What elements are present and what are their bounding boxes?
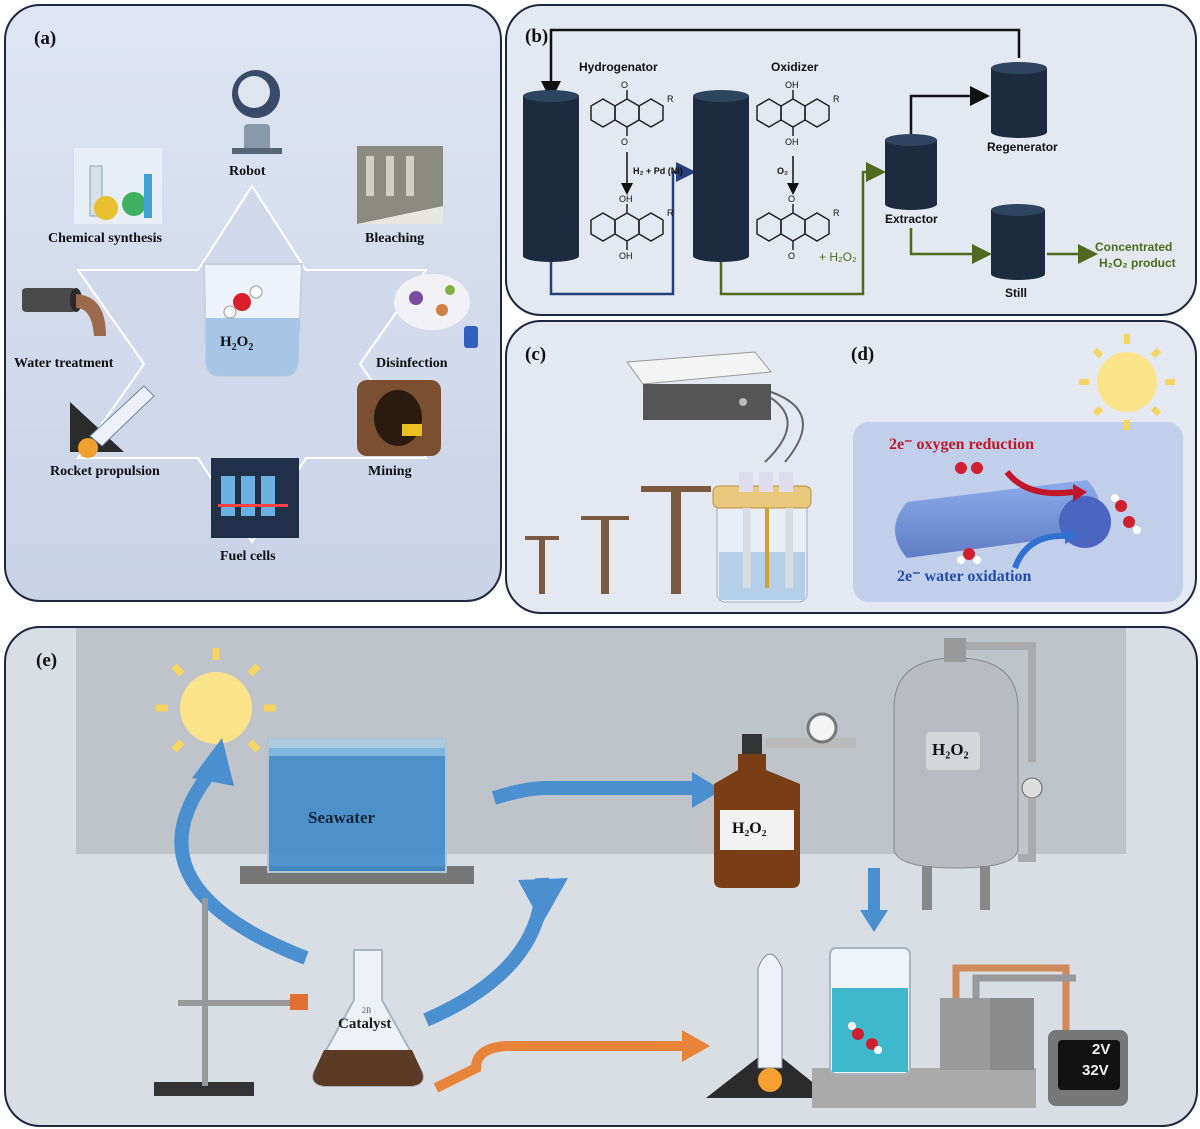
panel-e-seawater-h2o2-system: (e) Seawater Catalyst 2B H₂O₂ H₂O₂ 2V 32…: [4, 626, 1198, 1127]
rocket-icon-e: [706, 953, 832, 1098]
robot-label: Robot: [229, 164, 266, 179]
lab-stand-icon: [154, 898, 308, 1096]
h2o2-pressure-tank-icon: [893, 638, 1043, 910]
r-group-4: R: [833, 208, 840, 218]
anthraquinone-structure-oxidizer: [756, 204, 830, 250]
water-treatment-label: Water treatment: [14, 356, 114, 371]
h2o2-center-label: H2O2: [220, 334, 254, 353]
oxidizer-column: [693, 90, 749, 262]
panel-e-label: (e): [36, 650, 58, 671]
h2o2-byproduct: + H₂O₂: [819, 250, 857, 264]
chemical-synthesis-icon: [74, 148, 162, 224]
power-supply-icon: [626, 351, 804, 463]
panel-b-illustration: [523, 28, 1098, 296]
atom-o-2: O: [621, 137, 629, 147]
still-label: Still: [1005, 286, 1028, 300]
seawater-label: Seawater: [308, 808, 376, 827]
oxidizer-to-extractor-line: [719, 162, 886, 296]
panel-c-d-electrocatalysis-photocatalysis: (c) (d) 2e⁻ oxygen reduction 2e⁻ water o…: [505, 320, 1197, 614]
regenerator-tank: [991, 62, 1047, 138]
panel-c-d-illustration: [525, 334, 1183, 603]
sun-icon-d: [1079, 334, 1175, 430]
group-oh-4: OH: [785, 137, 799, 147]
cycle-arrow-right: [423, 877, 550, 1027]
group-oh-2: OH: [619, 251, 633, 261]
beaker-icon: [202, 263, 304, 377]
water-molecule-icon-left: [957, 548, 981, 564]
oxygen-molecule-icon: [955, 462, 983, 474]
orr-arrow: [1004, 470, 1074, 497]
orr-label: 2e⁻ oxygen reduction: [889, 436, 1035, 453]
extractor-to-still-line: [909, 228, 992, 264]
power-poles-icon: [525, 486, 711, 594]
to-rocket-arrow: [433, 1041, 686, 1093]
water-treatment-icon: [22, 288, 106, 336]
panel-a-label: (a): [34, 28, 57, 49]
extractor-to-regenerator-line: [909, 86, 990, 138]
rocket-icon: [70, 385, 155, 458]
hydrogenator-to-oxidizer-line: [549, 162, 696, 296]
h2o2-molecule-icon: [1111, 494, 1141, 534]
panel-c-label: (c): [525, 344, 547, 365]
panel-a-illustration: [22, 70, 478, 544]
seawater-tank-icon: [240, 737, 474, 884]
atom-o-4: O: [788, 251, 796, 261]
anthrahydroquinone-structure-oxidizer: [756, 90, 830, 136]
bleaching-label: Bleaching: [365, 231, 425, 246]
hydrogenation-condition: H₂ + Pd (Ni): [633, 166, 683, 176]
wor-label: 2e⁻ water oxidation: [897, 568, 1032, 585]
product-beaker-icon: [812, 947, 1036, 1108]
product-label-line1: Concentrated: [1095, 240, 1173, 254]
chemical-synthesis-label: Chemical synthesis: [48, 231, 162, 246]
group-oh-3: OH: [785, 80, 799, 90]
oxidation-condition: O₂: [777, 166, 788, 176]
recycle-line: [541, 28, 1021, 101]
panel-b-anthraquinone-process: (b) Hydrogenator Oxidizer H₂ + Pd (Ni) O…: [505, 4, 1197, 316]
atom-o-1: O: [621, 80, 629, 90]
still-tank: [991, 204, 1045, 280]
panel-d-label: (d): [851, 344, 875, 365]
product-label-line2: H₂O₂ product: [1099, 256, 1176, 270]
electrochemical-cell-icon: [712, 472, 812, 603]
flask-mark: 2B: [362, 1006, 372, 1015]
disinfection-label: Disinfection: [376, 356, 448, 371]
r-group-1: R: [667, 94, 674, 104]
catalyst-flask-icon: [312, 949, 424, 1087]
fuel-cells-label: Fuel cells: [220, 549, 276, 564]
voltmeter-icon: [1048, 1030, 1128, 1106]
cycle-arrow-left: [174, 773, 309, 965]
to-bottle-arrow: [491, 781, 696, 805]
meter-reading-2: 32V: [1082, 1062, 1109, 1079]
regenerator-label: Regenerator: [987, 140, 1058, 154]
bleaching-icon: [357, 146, 443, 224]
mining-label: Mining: [368, 464, 412, 479]
fuel-cell-stack-icon: [940, 964, 1076, 1070]
h2o2-tank-label: H₂O₂: [932, 740, 969, 759]
mining-icon: [357, 380, 441, 456]
anthrahydroquinone-structure-bottom: [590, 204, 664, 250]
r-group-3: R: [833, 94, 840, 104]
wor-arrow: [1012, 532, 1068, 570]
anthraquinone-structure-top: [590, 90, 664, 136]
atom-o-3: O: [788, 194, 796, 204]
fuel-cells-icon: [211, 458, 299, 538]
h2o2-bottle-icon: [714, 712, 856, 888]
h2o2-bottle-label: H₂O₂: [732, 820, 767, 837]
group-oh-1: OH: [619, 194, 633, 204]
robot-icon: [232, 70, 282, 154]
panel-a-applications: (a) H2O2 Robot Chemical synthesis Bleach…: [4, 4, 502, 602]
panel-b-label: (b): [525, 26, 549, 47]
extractor-label: Extractor: [885, 212, 938, 226]
extractor-tank: [885, 134, 937, 210]
rocket-propulsion-label: Rocket propulsion: [50, 464, 160, 479]
catalyst-label: Catalyst: [338, 1016, 392, 1032]
r-group-2: R: [667, 208, 674, 218]
hydrogenator-label: Hydrogenator: [579, 60, 658, 74]
hydrogenator-column: [523, 90, 579, 262]
panel-e-illustration: [76, 628, 1128, 1108]
meter-reading-1: 2V: [1092, 1041, 1111, 1058]
oxidizer-label: Oxidizer: [771, 60, 819, 74]
disinfection-icon: [394, 274, 478, 348]
